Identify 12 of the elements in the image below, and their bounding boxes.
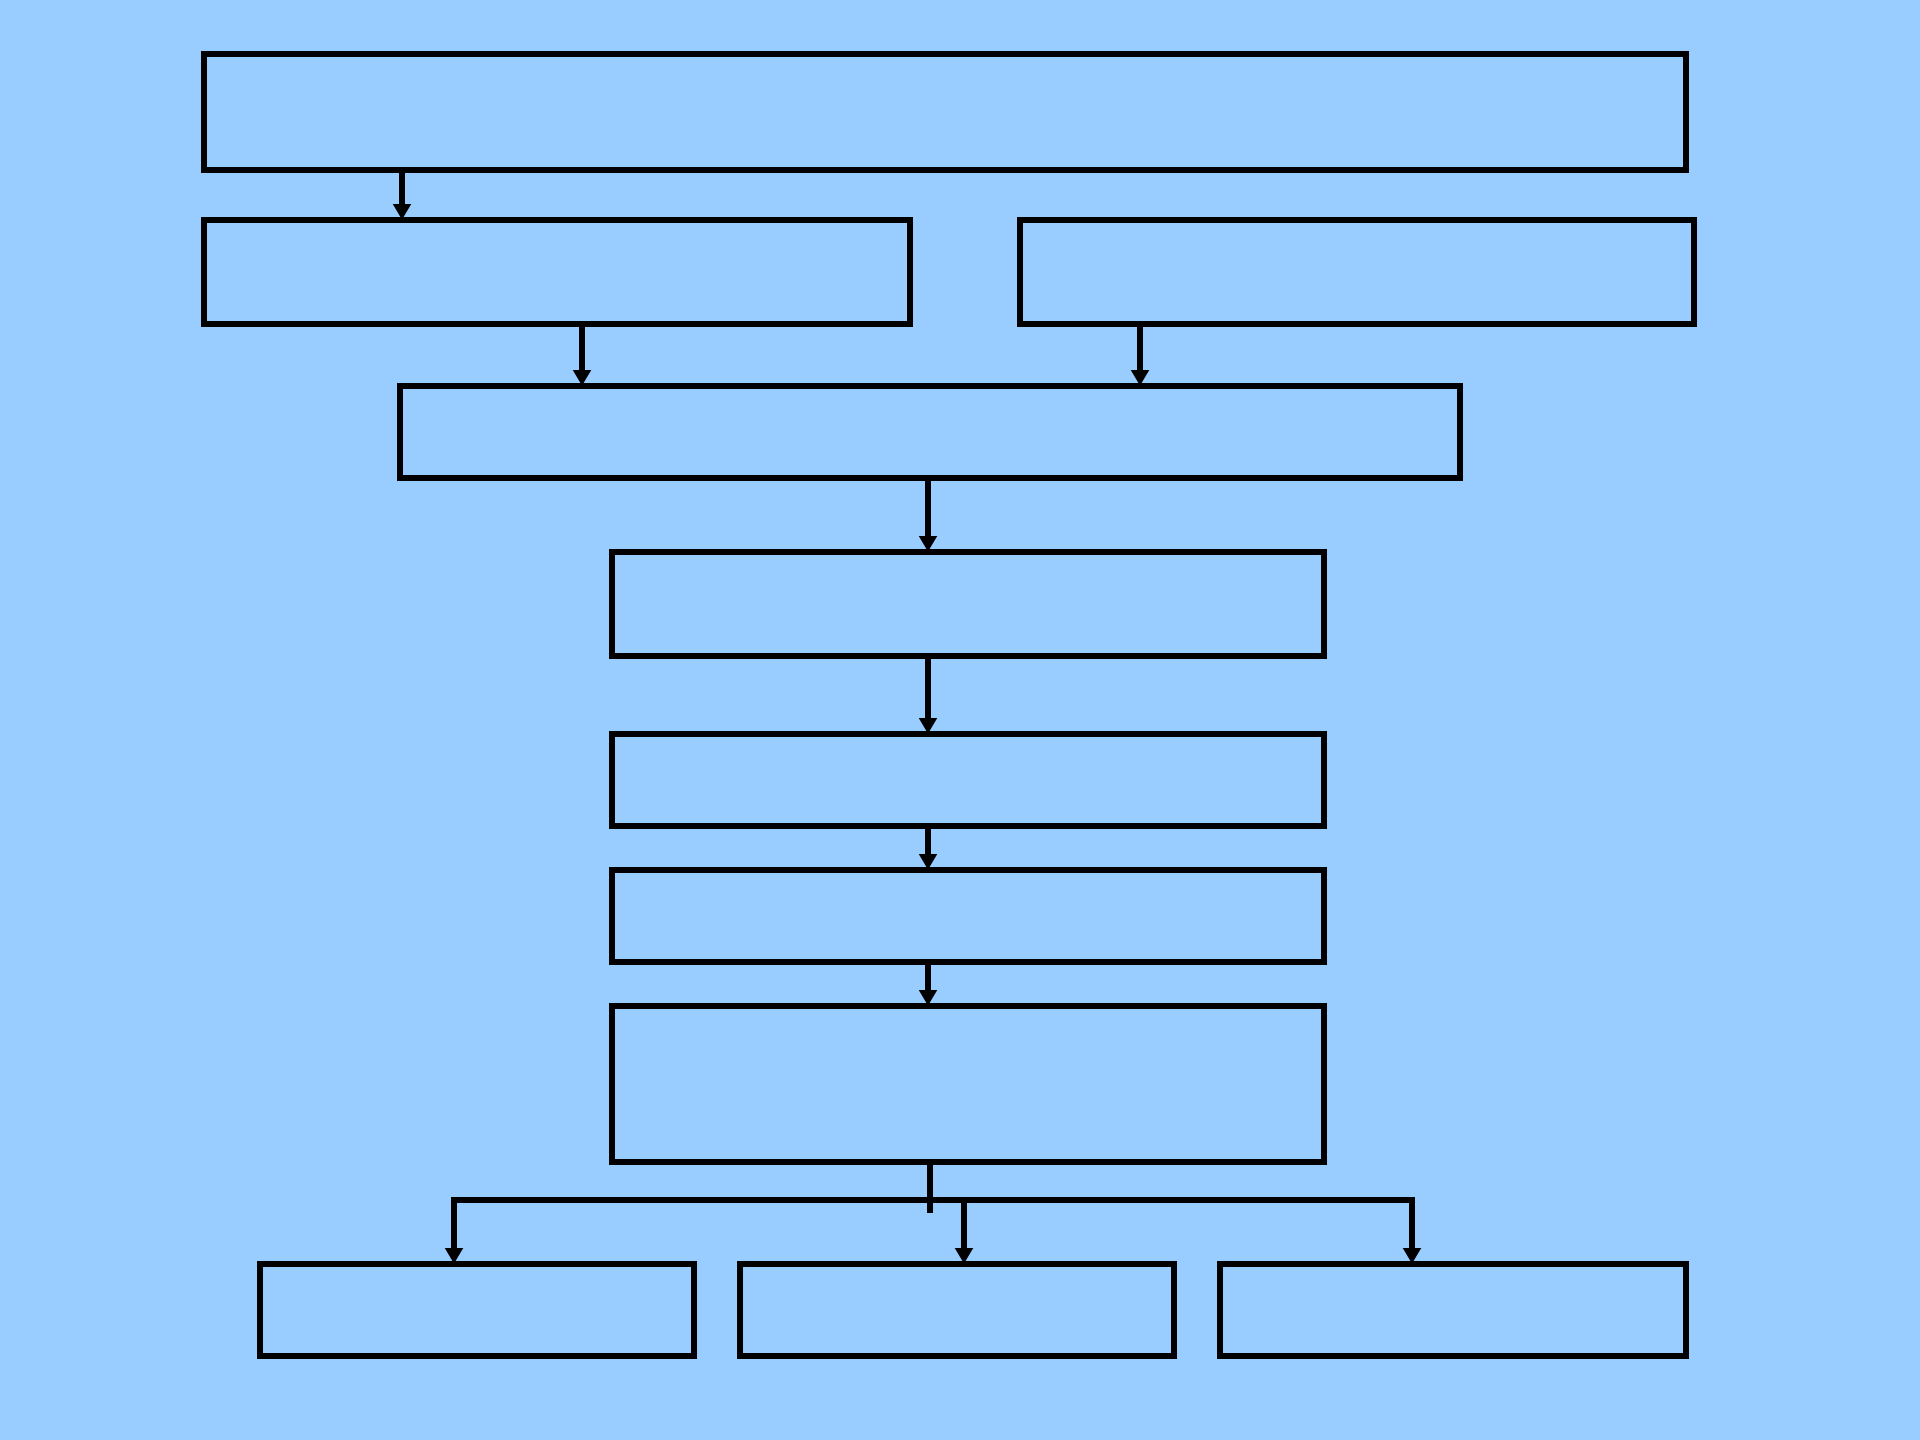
flow-box [737, 1261, 1177, 1359]
flow-box [201, 51, 1689, 173]
flow-box [1017, 217, 1697, 327]
flow-box [397, 383, 1463, 481]
flow-box [609, 731, 1327, 829]
flow-box [1217, 1261, 1689, 1359]
flow-box [609, 549, 1327, 659]
flow-box [609, 867, 1327, 965]
flow-box [257, 1261, 697, 1359]
flow-box [609, 1003, 1327, 1165]
connector-line [451, 1159, 1415, 1213]
flow-box [201, 217, 913, 327]
